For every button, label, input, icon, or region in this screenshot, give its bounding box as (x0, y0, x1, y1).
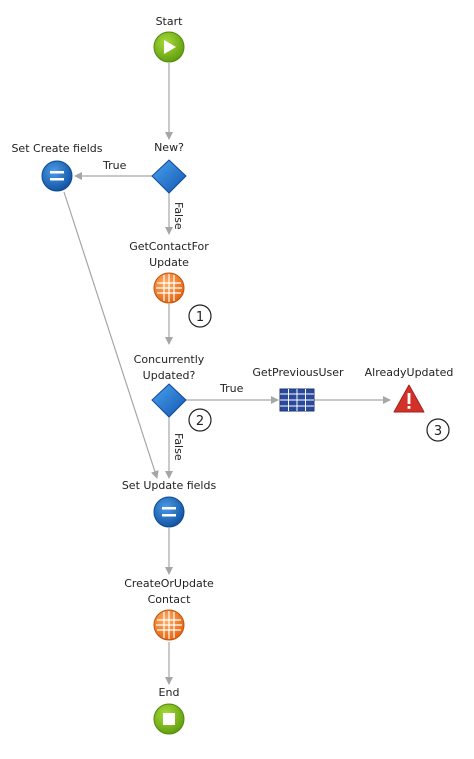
start-node[interactable] (153, 31, 185, 63)
create-or-update-label-line1: CreateOrUpdate (124, 577, 214, 590)
end-node[interactable] (153, 703, 185, 735)
new-decision-label: New? (154, 141, 184, 154)
set-create-label: Set Create fields (11, 142, 102, 155)
concurrently-label-line2: Updated? (143, 369, 196, 382)
already-updated-node[interactable] (393, 384, 425, 413)
create-or-update-node[interactable] (153, 609, 185, 641)
callout-3-label: 3 (434, 424, 442, 439)
play-icon (164, 40, 176, 54)
start-label: Start (156, 15, 184, 28)
get-previous-user-node[interactable] (279, 388, 315, 412)
callout-3: 3 (426, 418, 450, 442)
get-contact-node[interactable] (153, 272, 185, 304)
edge-label-concurrent-true: True (219, 382, 244, 395)
aggregate-icon (156, 274, 182, 302)
edge-label-new-false: False (172, 202, 185, 230)
set-update-node[interactable] (153, 496, 185, 528)
set-update-label: Set Update fields (122, 479, 217, 492)
already-updated-label: AlreadyUpdated (365, 366, 454, 379)
get-contact-label-line1: GetContactFor (129, 240, 209, 253)
diamond-icon (151, 159, 187, 194)
callout-1-label: 1 (196, 310, 204, 325)
stop-icon (163, 713, 175, 725)
equals-icon (162, 507, 176, 517)
diamond-icon (151, 383, 187, 418)
callout-2-label: 2 (196, 414, 204, 429)
new-decision-node[interactable] (151, 159, 187, 194)
warning-icon (393, 384, 425, 413)
edge-setcreate-to-setupdate (63, 191, 159, 479)
set-create-node[interactable] (41, 160, 73, 192)
table-icon (279, 388, 315, 412)
end-label: End (159, 686, 180, 699)
get-previous-user-label: GetPreviousUser (252, 366, 344, 379)
concurrently-label-line1: Concurrently (134, 353, 205, 366)
edge-label-new-true: True (102, 159, 127, 172)
edge-label-concurrent-false: False (172, 433, 185, 461)
callout-2: 2 (188, 408, 212, 432)
equals-icon (50, 171, 64, 181)
concurrently-decision-node[interactable] (151, 383, 187, 418)
callout-1: 1 (188, 304, 212, 328)
get-contact-label-line2: Update (149, 256, 189, 269)
aggregate-icon (156, 611, 182, 639)
create-or-update-label-line2: Contact (148, 593, 191, 606)
